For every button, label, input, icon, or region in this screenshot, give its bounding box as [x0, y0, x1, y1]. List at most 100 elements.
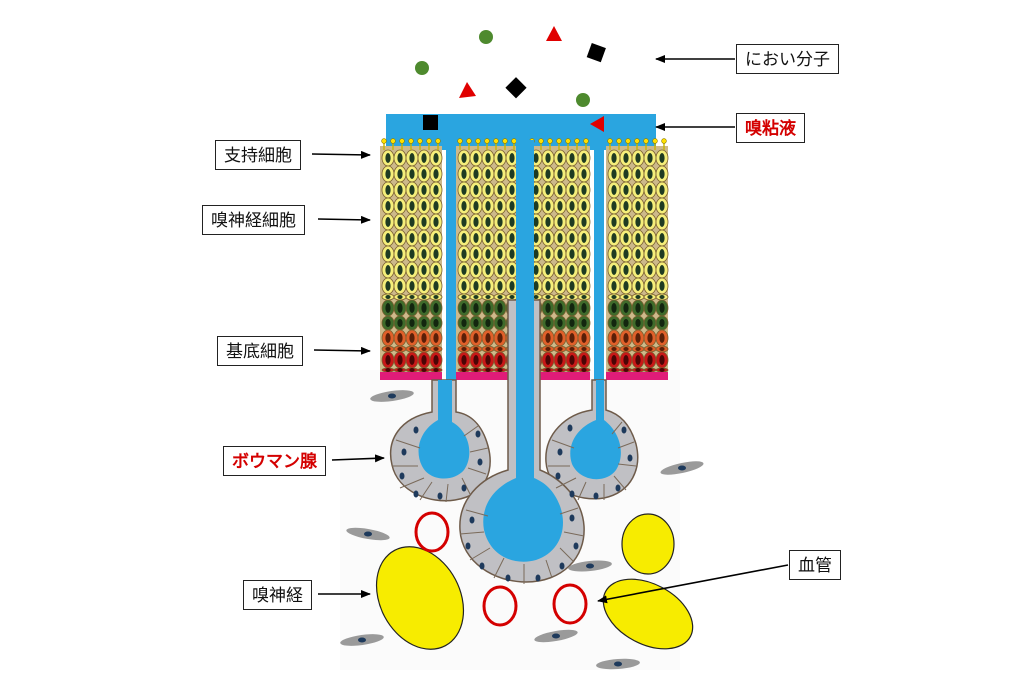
cell-nucleus	[409, 185, 415, 195]
cell-nucleus	[497, 201, 503, 211]
cell-nucleus	[433, 249, 439, 259]
fibroblast-nucleus	[364, 531, 372, 537]
dendritic-knob	[643, 138, 649, 144]
cell-nucleus	[647, 281, 653, 291]
cell-nucleus	[385, 333, 391, 343]
cell-nucleus	[659, 169, 665, 179]
cell-nucleus	[473, 319, 479, 327]
cell-nucleus	[497, 347, 503, 351]
cell-nucleus	[397, 265, 403, 275]
cell-nucleus	[545, 303, 551, 313]
dendritic-knob	[616, 138, 622, 144]
cell-nucleus	[485, 153, 491, 163]
cell-nucleus	[485, 249, 491, 259]
fibroblast-cell	[370, 390, 414, 402]
cell-nucleus	[433, 347, 439, 351]
cell-nucleus	[659, 185, 665, 195]
cell-nucleus	[485, 265, 491, 275]
cell-nucleus	[533, 201, 539, 211]
cell-nucleus	[635, 355, 641, 365]
cell-nucleus	[485, 368, 491, 372]
fibroblast-cell	[596, 658, 640, 670]
molecule-triangle	[546, 26, 562, 41]
dendritic-knob	[466, 138, 472, 144]
cell-nucleus	[647, 217, 653, 227]
cell-nucleus	[421, 265, 427, 275]
cell-nucleus	[385, 319, 391, 327]
cell-nucleus	[497, 153, 503, 163]
cell-nucleus	[409, 217, 415, 227]
label-odor-molecules: におい分子	[736, 44, 839, 74]
cell-nucleus	[473, 347, 479, 351]
cell-nucleus	[557, 303, 563, 313]
cell-nucleus	[473, 169, 479, 179]
cell-nucleus	[659, 281, 665, 291]
molecule-circle	[479, 30, 493, 44]
cell-nucleus	[647, 368, 653, 372]
cell-nucleus	[647, 319, 653, 327]
epithelium-column	[380, 138, 443, 380]
bowman-duct-left	[418, 380, 470, 479]
cell-nucleus	[497, 295, 503, 299]
cell-nucleus	[557, 319, 563, 327]
cell-nucleus	[385, 347, 391, 351]
cell-nucleus	[659, 295, 665, 299]
cell-nucleus	[473, 217, 479, 227]
cell-nucleus	[485, 185, 491, 195]
cell-nucleus	[533, 153, 539, 163]
dendritic-knob	[583, 138, 589, 144]
cell-nucleus	[623, 153, 629, 163]
dendritic-knob	[399, 138, 405, 144]
cell-nucleus	[397, 185, 403, 195]
cell-nucleus	[659, 355, 665, 365]
cell-nucleus	[433, 368, 439, 372]
cell-nucleus	[611, 201, 617, 211]
cell-nucleus	[569, 201, 575, 211]
cell-nucleus	[545, 347, 551, 351]
dendritic-knob	[661, 138, 667, 144]
cell-nucleus	[409, 333, 415, 343]
cell-nucleus	[485, 233, 491, 243]
cell-nucleus	[569, 355, 575, 365]
molecule-circle	[576, 93, 590, 107]
cell-nucleus	[557, 153, 563, 163]
cell-nucleus	[409, 265, 415, 275]
cell-nucleus	[623, 201, 629, 211]
fibroblast-cell	[568, 560, 612, 572]
molecule-square	[505, 77, 527, 99]
cell-nucleus	[635, 217, 641, 227]
cell-nucleus	[647, 249, 653, 259]
cell-nucleus	[647, 333, 653, 343]
cell-nucleus	[461, 295, 467, 299]
cell-nucleus	[509, 295, 515, 299]
cell-nucleus	[611, 265, 617, 275]
cell-nucleus	[485, 303, 491, 313]
cell-nucleus	[623, 295, 629, 299]
cell-nucleus	[569, 295, 575, 299]
cell-nucleus	[623, 233, 629, 243]
cell-nucleus	[421, 303, 427, 313]
cell-nucleus	[635, 233, 641, 243]
molecule-triangle	[459, 82, 476, 98]
cell-nucleus	[421, 347, 427, 351]
fibroblast-nucleus	[586, 563, 594, 569]
cell-nucleus	[581, 233, 587, 243]
cell-nucleus	[497, 233, 503, 243]
cell-nucleus	[497, 217, 503, 227]
cell-nucleus	[385, 265, 391, 275]
cell-nucleus	[611, 368, 617, 372]
cell-nucleus	[433, 355, 439, 365]
cell-nucleus	[581, 333, 587, 343]
cell-nucleus	[421, 295, 427, 299]
blood-vessel-1	[414, 511, 450, 553]
cell-nucleus	[433, 303, 439, 313]
cell-nucleus	[545, 169, 551, 179]
cell-nucleus	[545, 153, 551, 163]
cell-nucleus	[581, 295, 587, 299]
label-blood-vessel: 血管	[789, 550, 841, 580]
cell-nucleus	[433, 153, 439, 163]
cell-nucleus	[433, 201, 439, 211]
cell-nucleus	[635, 281, 641, 291]
cell-nucleus	[581, 265, 587, 275]
